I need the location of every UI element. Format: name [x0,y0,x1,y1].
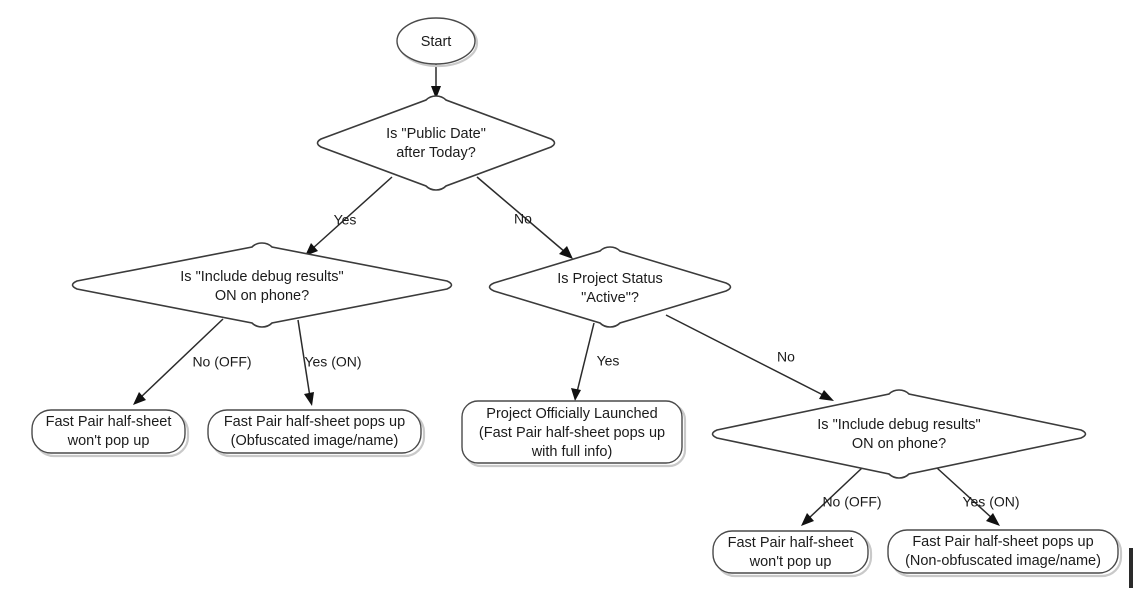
node-launched-line-3: with full info) [531,444,613,460]
node-obfuscated-line-2: (Obfuscated image/name) [231,433,399,449]
edge-debug-right-no-off [801,467,863,526]
node-project-status-line-1: Is Project Status [557,271,663,287]
node-half-sheet-non-obfuscated[interactable]: Fast Pair half-sheet pops up (Non-obfusc… [887,529,1123,578]
edge-label-debug-left-yes-on: Yes (ON) [304,354,361,370]
edges-layer [133,64,1000,526]
node-launched-line-1: Project Officially Launched [486,406,657,422]
node-debug-results-right-decision[interactable]: Is "Include debug results" ON on phone? [711,389,1087,479]
edge-project-status-no [665,314,834,401]
node-half-sheet-obfuscated[interactable]: Fast Pair half-sheet pops up (Obfuscated… [207,409,426,458]
edge-label-debug-left-no-off: No (OFF) [192,354,251,370]
node-public-date-decision[interactable]: Is "Public Date" after Today? [316,95,556,191]
node-project-status-line-2: "Active"? [581,290,639,306]
node-non-obfuscated-line-2: (Non-obfuscated image/name) [905,553,1101,569]
node-start[interactable]: Start [396,17,479,68]
node-obfuscated-line-1: Fast Pair half-sheet pops up [224,414,405,430]
edge-label-project-status-yes: Yes [597,353,620,369]
node-wont-pop-up-left-line-2: won't pop up [67,433,150,449]
edge-label-project-status-no: No [777,349,795,365]
node-public-date-line-1: Is "Public Date" [386,126,486,142]
edge-project-status-yes [571,322,595,401]
edge-debug-left-yes-on [297,319,314,406]
node-launched-line-2: (Fast Pair half-sheet pops up [479,425,665,441]
page-edge-artifact [1129,548,1133,588]
edge-debug-right-yes-on [936,467,1000,526]
node-debug-left-line-2: ON on phone? [215,288,309,304]
edge-debug-left-no-off [133,318,224,405]
node-start-label: Start [421,34,452,50]
node-public-date-line-2: after Today? [396,145,476,161]
node-debug-right-line-1: Is "Include debug results" [817,417,980,433]
node-wont-pop-up-right-line-2: won't pop up [749,554,832,570]
node-non-obfuscated-line-1: Fast Pair half-sheet pops up [912,534,1093,550]
edge-start-to-public-date [431,64,441,99]
edge-labels-layer: Yes No No (OFF) Yes (ON) Yes No No (OFF)… [192,211,1019,510]
node-debug-right-line-2: ON on phone? [852,436,946,452]
edge-label-debug-right-no-off: No (OFF) [822,494,881,510]
edge-label-public-date-no: No [514,211,532,227]
node-half-sheet-wont-pop-up-right[interactable]: Fast Pair half-sheet won't pop up [712,530,873,578]
edge-label-debug-right-yes-on: Yes (ON) [962,494,1019,510]
node-project-officially-launched[interactable]: Project Officially Launched (Fast Pair h… [461,400,687,468]
nodes-layer: Start Is "Public Date" after Today? Is "… [31,17,1123,578]
node-project-status-decision[interactable]: Is Project Status "Active"? [488,246,732,328]
node-debug-left-line-1: Is "Include debug results" [180,269,343,285]
edge-public-date-yes [305,176,393,256]
node-debug-results-left-decision[interactable]: Is "Include debug results" ON on phone? [71,242,453,328]
edge-public-date-no [476,176,573,259]
node-half-sheet-wont-pop-up-left[interactable]: Fast Pair half-sheet won't pop up [31,409,190,458]
node-wont-pop-up-left-line-1: Fast Pair half-sheet [46,414,172,430]
edge-label-public-date-yes: Yes [334,212,357,228]
node-wont-pop-up-right-line-1: Fast Pair half-sheet [728,535,854,551]
